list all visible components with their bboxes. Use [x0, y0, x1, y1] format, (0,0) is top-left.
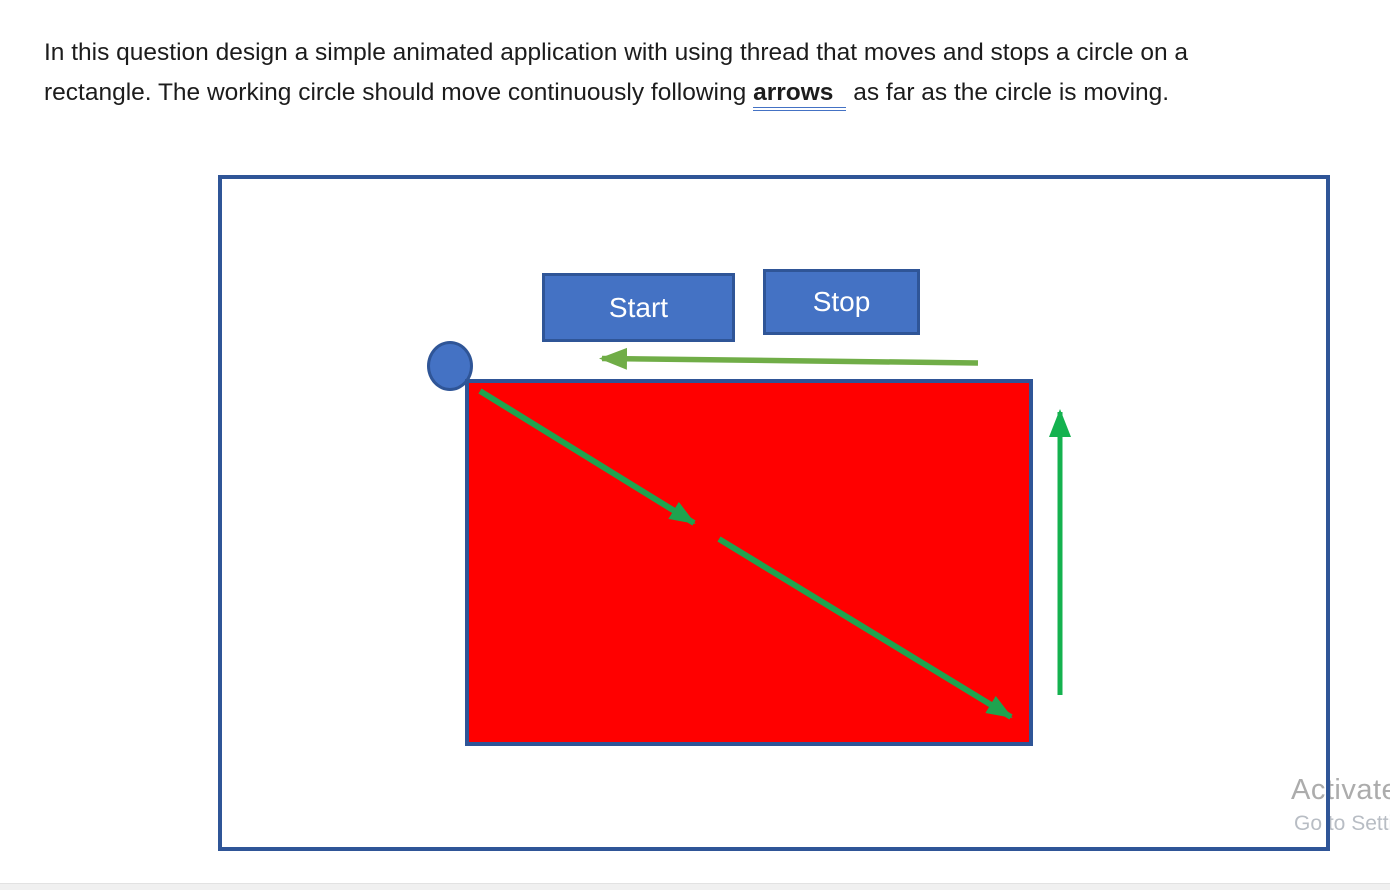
instruction-line-1: In this question design a simple animate…	[44, 38, 1188, 66]
instruction-highlight-arrows: arrows	[753, 78, 847, 111]
start-button[interactable]: Start	[542, 273, 735, 342]
activate-watermark-line2: Go to Setti	[1294, 812, 1390, 835]
red-rectangle	[465, 379, 1033, 746]
bottom-window-edge	[0, 883, 1390, 890]
activate-watermark-line1: Activate	[1291, 774, 1390, 806]
stop-button[interactable]: Stop	[763, 269, 920, 335]
instruction-line2-after: as far as the circle is moving.	[846, 78, 1170, 106]
instruction-line-2: rectangle. The working circle should mov…	[44, 73, 1384, 113]
app-window-outline	[218, 175, 1330, 851]
instruction-line2-before: rectangle. The working circle should mov…	[44, 78, 754, 106]
instruction-text: In this question design a simple animate…	[44, 33, 1384, 113]
